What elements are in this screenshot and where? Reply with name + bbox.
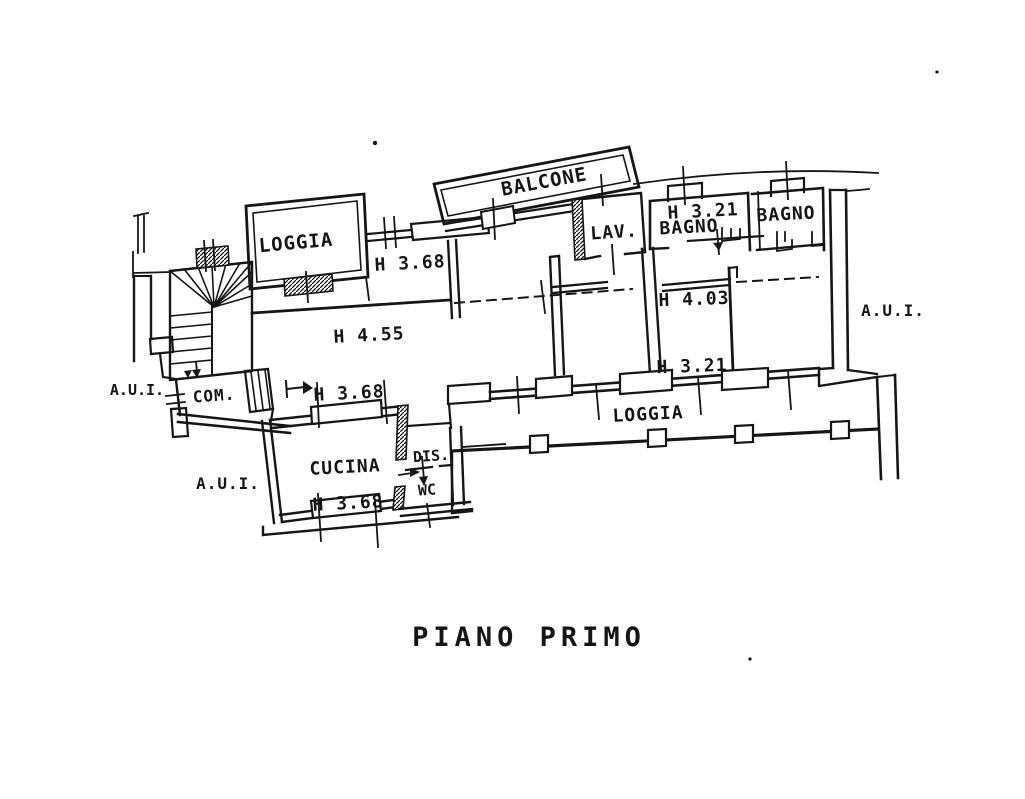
room-label-loggia-top: LOGGIA <box>258 229 334 257</box>
lav-room <box>572 193 645 274</box>
scan-speck <box>748 657 752 661</box>
interior-partitions <box>252 248 818 375</box>
area-label-right: A.U.I. <box>861 301 925 320</box>
height-label-upper: H 3.68 <box>374 251 446 276</box>
scan-speck <box>372 140 378 146</box>
room-label-cucina: CUCINA <box>309 455 381 480</box>
loggia-top-room <box>246 194 369 302</box>
ground-line <box>263 517 458 535</box>
room-label-lav: LAV. <box>590 220 639 244</box>
left-boundary-wall <box>134 276 176 379</box>
room-label-bagno-right: BAGNO <box>756 202 816 226</box>
height-label-right-bottom: H 3.21 <box>656 355 728 378</box>
dis-wc-rooms <box>399 423 472 527</box>
height-label-hall: H 3.68 <box>313 381 385 406</box>
door-swing-arrow <box>713 242 723 251</box>
door-swing-arrow <box>419 476 428 486</box>
height-label-main: H 4.55 <box>333 323 405 348</box>
height-label-cucina: H 3.68 <box>312 491 384 516</box>
room-label-dis: DIS. <box>412 446 449 466</box>
room-label-bagno-left: BAGNO <box>659 215 719 239</box>
stair-direction-arrow <box>184 370 192 378</box>
south-wall <box>448 368 819 428</box>
entrance-arrow <box>303 381 313 394</box>
height-label-bagno: H 3.21 <box>667 199 739 224</box>
room-label-com: COM. <box>192 385 236 407</box>
com-room <box>166 369 313 437</box>
height-label-right-top: H 4.03 <box>658 288 730 311</box>
area-label-courtyard: A.U.I. <box>196 474 260 493</box>
labels: BALCONE LOGGIA H 3.68 LAV. H 3.21 BAGNO … <box>110 163 925 653</box>
page-title: PIANO PRIMO <box>412 622 646 653</box>
stair-direction-arrow <box>192 369 201 378</box>
bagno-right-room <box>752 162 824 251</box>
scan-speck <box>935 70 939 74</box>
cucina-room <box>262 381 420 547</box>
balcone-structure <box>434 147 639 239</box>
room-label-loggia-bottom: LOGGIA <box>612 402 684 427</box>
loggia-bottom-railing <box>452 421 878 513</box>
site-boundary-lines <box>133 70 939 661</box>
room-label-wc: WC <box>417 480 436 499</box>
staircase <box>170 240 252 380</box>
area-label-left: A.U.I. <box>110 381 164 399</box>
